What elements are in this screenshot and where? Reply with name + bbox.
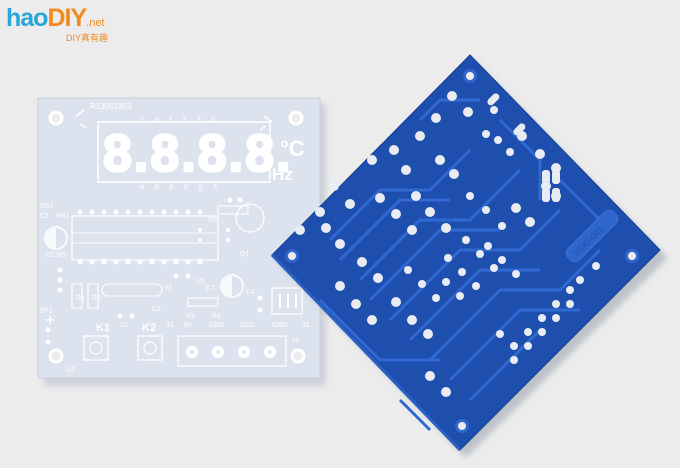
white-pcb-substrate <box>37 97 321 379</box>
logo-net-text: .net <box>86 17 105 29</box>
transistor-q1 <box>235 203 265 233</box>
board-model-label: R13061353 <box>90 102 132 111</box>
haodiy-logo: haoDIY.net DIY真有趣 <box>6 4 108 43</box>
label-r2b: R2 <box>92 295 101 302</box>
blue-mounting-holes <box>285 69 639 433</box>
resistor-r2 <box>217 205 249 215</box>
label-r4: R4 <box>212 313 221 320</box>
logo-hao-text: hao <box>6 4 48 32</box>
label-bt1: BT1 <box>40 308 53 315</box>
label-r3: R3 <box>186 313 195 320</box>
led-symbol-left-icon <box>75 109 87 129</box>
label-c1: C1 <box>120 323 128 329</box>
label-j2: J2 <box>302 322 310 329</box>
label-pr1: PR1 <box>56 213 70 220</box>
label-k2: K2 <box>142 322 156 334</box>
logo-tagline: DIY真有趣 <box>66 33 109 43</box>
label-u1: U1 <box>196 278 205 285</box>
terminal-block-j1 <box>177 335 287 367</box>
resistor-r3 <box>187 297 219 307</box>
display-bottom-pins: e d p c g 4 <box>140 182 221 191</box>
display-top-pins: 1 a f 2 3 b <box>140 115 220 124</box>
unit-hz-label: Hz <box>272 165 293 184</box>
blue-pcb: HDG-001 <box>270 54 668 458</box>
label-r1: R1 <box>76 295 85 302</box>
misc-pads <box>45 197 263 345</box>
capacitor-c4 <box>220 274 244 298</box>
vertical-display-pads <box>198 228 230 242</box>
oval-pads <box>487 93 560 202</box>
mounting-holes <box>48 110 306 364</box>
label-q1: Q1 <box>240 251 249 258</box>
crystal-y1 <box>101 283 163 297</box>
label-in: IN <box>184 322 191 329</box>
label-gnd: GND <box>209 322 225 329</box>
display-outline <box>97 121 271 183</box>
unit-celsius-label: °C <box>280 136 305 161</box>
label-k1: K1 <box>96 322 110 334</box>
white-pcb: R13061353 1 a f 2 3 b 8.8.8.8. e d p c g… <box>37 97 326 386</box>
copper-traces <box>318 98 602 432</box>
led-symbol-right-icon <box>259 115 273 131</box>
mcu-socket-pads <box>77 209 203 265</box>
label-c2: C2 <box>152 306 161 313</box>
plus-sign-icon <box>46 316 54 324</box>
label-j1: J1 <box>292 337 300 344</box>
connector-j2 <box>271 287 303 315</box>
label-r2: R2 <box>208 217 217 224</box>
seven-segment-digits: 8.8.8.8. <box>102 124 292 185</box>
capacitor-c5 <box>44 226 68 250</box>
socket-notch <box>71 232 219 244</box>
label-j3: J3 <box>166 322 174 329</box>
label-y1: Y1 <box>164 285 173 292</box>
resistor-r2b <box>87 283 99 309</box>
resistor-r1 <box>71 283 83 309</box>
button-k2-footprint <box>137 335 163 361</box>
label-c5: C5 <box>40 213 49 220</box>
label-ds1: DS1 <box>40 203 54 210</box>
label-c4: C4 <box>246 289 255 296</box>
label-u2: U2 <box>66 367 75 374</box>
logo-diy-text: DIY <box>47 4 87 32</box>
label-gnd-2: GND <box>272 322 288 329</box>
button-k1-footprint <box>83 335 109 361</box>
label-d1-r5: D1 R5 <box>46 252 66 259</box>
label-vcc: VCC <box>240 322 255 329</box>
label-c3: C3 <box>206 285 215 292</box>
seven-segment-readout: 8.8.8.8. <box>103 125 292 183</box>
